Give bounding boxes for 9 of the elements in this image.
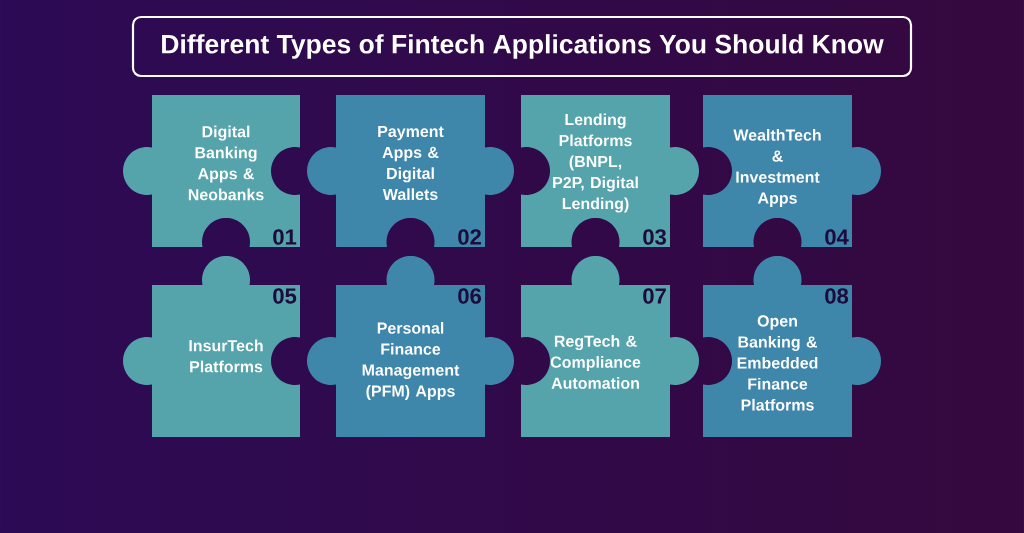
piece-number: 07 (643, 288, 666, 304)
piece-number: 03 (643, 229, 666, 245)
piece-number: 06 (458, 288, 481, 304)
title-box: Different Types of Fintech Applications You Should Know (131, 15, 913, 78)
piece-number: 05 (273, 288, 297, 304)
piece-number: 01 (273, 229, 297, 245)
piece-number: 08 (825, 288, 849, 304)
piece-number: 02 (458, 229, 481, 245)
piece-number: 04 (825, 229, 849, 245)
